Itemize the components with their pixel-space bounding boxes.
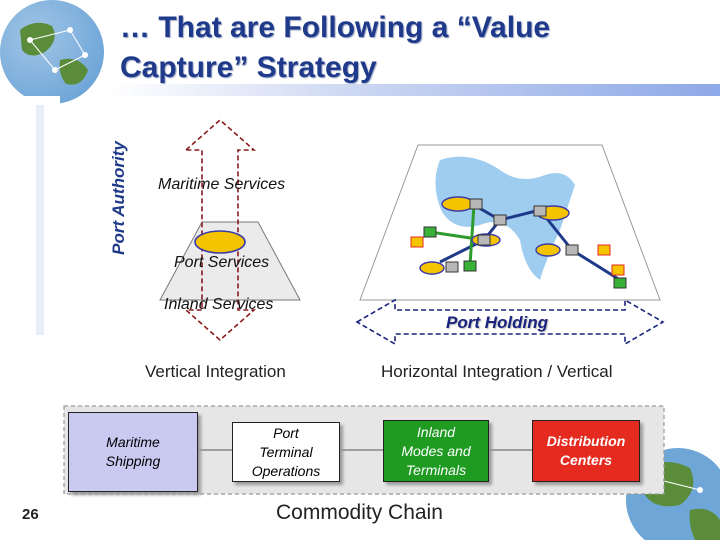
maritime-services-label: Maritime Services [158, 176, 286, 193]
inland-services-label: Inland Services [164, 296, 274, 313]
port-node-icon [194, 230, 246, 254]
chain-box-distribution: Distribution Centers [532, 420, 640, 482]
chain-box-label: Inland Modes and Terminals [401, 423, 471, 478]
horizontal-integration-caption: Horizontal Integration / Vertical [381, 362, 613, 381]
chain-box-inland-modes: Inland Modes and Terminals [383, 420, 489, 482]
title-underline-band [108, 84, 720, 96]
chain-box-label: Maritime Shipping [105, 434, 161, 469]
chain-box-label: Port Terminal Operations [251, 424, 321, 479]
terminal-nodes [410, 198, 627, 289]
vertical-integration-caption: Vertical Integration [145, 362, 286, 381]
commodity-chain-label: Commodity Chain [276, 501, 443, 524]
port-services-label: Port Services [174, 254, 270, 271]
globe-icon [0, 0, 104, 104]
chain-box-maritime-shipping: Maritime Shipping [68, 412, 198, 492]
chain-box-port-terminal: Port Terminal Operations [232, 422, 340, 482]
page-number: 26 [22, 506, 39, 523]
port-holding-label: Port Holding [446, 313, 548, 332]
vertical-integration-arrow [183, 118, 257, 342]
port-authority-label: Port Authority [105, 88, 133, 308]
port-authority-text: Port Authority [109, 141, 128, 255]
chain-box-label: Distribution Centers [546, 433, 626, 468]
port-holding-arrow [355, 298, 665, 346]
slide-title: … That are Following a “Value Capture” S… [120, 11, 551, 84]
